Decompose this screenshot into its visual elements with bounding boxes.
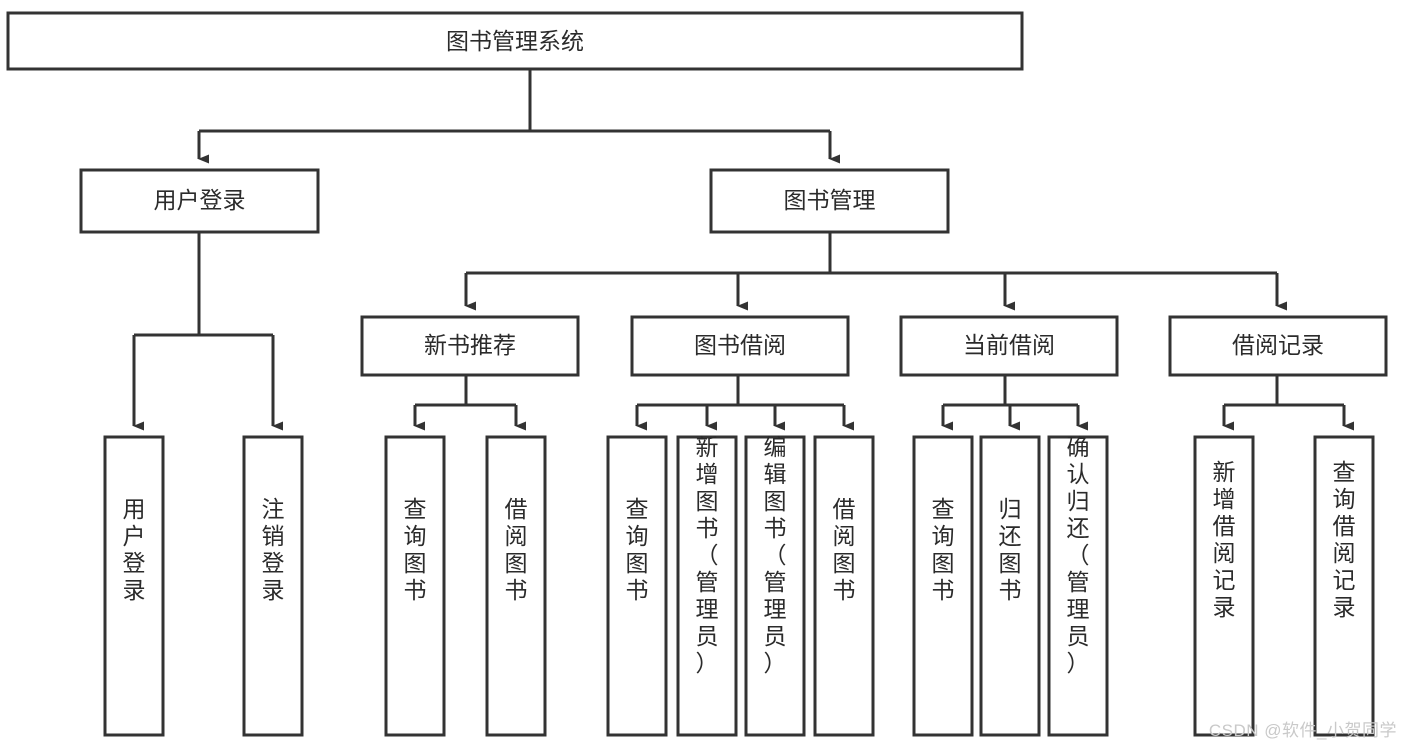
node-new-book-recommend-label: 新书推荐 — [424, 332, 516, 358]
node-leaf-logout[interactable]: 注销登录 — [242, 435, 304, 737]
node-leaf-return-book[interactable]: 归还图书 — [979, 435, 1041, 737]
node-root-box[interactable] — [6, 11, 1024, 71]
node-new-book-recommend-box[interactable] — [360, 315, 580, 377]
node-leaf-borrow-book-a-label: 借阅图书 — [505, 496, 528, 603]
node-leaf-user-login-box[interactable] — [103, 435, 165, 737]
node-leaf-add-borrow-record[interactable]: 新增借阅记录 — [1193, 435, 1255, 737]
node-leaf-query-book-a[interactable]: 查询图书 — [384, 435, 446, 737]
node-leaf-confirm-return-label: 确认归还（管理员） — [1067, 434, 1090, 676]
node-leaf-add-borrow-record-label: 新增借阅记录 — [1213, 459, 1236, 620]
node-user-login-box[interactable] — [79, 168, 320, 234]
node-current-borrow-label: 当前借阅 — [963, 332, 1055, 358]
node-leaf-query-book-a-box[interactable] — [384, 435, 446, 737]
edge-group — [132, 69, 1354, 431]
csdn-watermark: CSDN @软件_小贺同学 — [1208, 721, 1397, 740]
node-leaf-query-book-b-box[interactable] — [606, 435, 668, 737]
node-borrow-record-box[interactable] — [1168, 315, 1388, 377]
node-current-borrow[interactable]: 当前借阅 — [899, 315, 1119, 377]
node-leaf-query-book-a-label: 查询图书 — [404, 496, 427, 603]
node-new-book-recommend[interactable]: 新书推荐 — [360, 315, 580, 377]
node-leaf-edit-book-label: 编辑图书（管理员） — [764, 434, 787, 676]
node-leaf-query-borrow-record-label: 查询借阅记录 — [1333, 459, 1356, 620]
node-leaf-query-borrow-record-box[interactable] — [1313, 435, 1375, 737]
node-leaf-confirm-return[interactable]: 确认归还（管理员） — [1047, 434, 1109, 737]
node-user-login-label: 用户登录 — [154, 187, 246, 213]
node-leaf-user-login-label: 用户登录 — [123, 496, 146, 603]
node-borrow-record-label: 借阅记录 — [1232, 332, 1324, 358]
node-leaf-add-book-box[interactable] — [676, 435, 738, 737]
node-leaf-query-book-c-label: 查询图书 — [932, 496, 955, 603]
node-book-borrow[interactable]: 图书借阅 — [630, 315, 850, 377]
node-leaf-query-book-b[interactable]: 查询图书 — [606, 435, 668, 737]
node-leaf-borrow-book-a[interactable]: 借阅图书 — [485, 435, 547, 737]
node-leaf-return-book-box[interactable] — [979, 435, 1041, 737]
node-leaf-query-book-c[interactable]: 查询图书 — [912, 435, 974, 737]
node-leaf-query-book-b-label: 查询图书 — [626, 496, 649, 603]
node-leaf-user-login[interactable]: 用户登录 — [103, 435, 165, 737]
node-leaf-add-borrow-record-box[interactable] — [1193, 435, 1255, 737]
node-leaf-confirm-return-box[interactable] — [1047, 435, 1109, 737]
node-root[interactable]: 图书管理系统 — [6, 11, 1024, 71]
node-book-management-label: 图书管理 — [784, 187, 876, 213]
node-leaf-edit-book[interactable]: 编辑图书（管理员） — [744, 434, 806, 737]
node-leaf-query-book-c-box[interactable] — [912, 435, 974, 737]
node-group: 图书管理系统 用户登录 图书管理 新书推荐 图书借阅 — [6, 11, 1388, 737]
node-borrow-record[interactable]: 借阅记录 — [1168, 315, 1388, 377]
node-book-management-box[interactable] — [709, 168, 950, 234]
node-leaf-edit-book-box[interactable] — [744, 435, 806, 737]
node-root-label: 图书管理系统 — [446, 28, 584, 54]
node-leaf-add-book[interactable]: 新增图书（管理员） — [676, 434, 738, 737]
node-book-management[interactable]: 图书管理 — [709, 168, 950, 234]
node-leaf-borrow-book-b-box[interactable] — [813, 435, 875, 737]
node-leaf-query-borrow-record[interactable]: 查询借阅记录 — [1313, 435, 1375, 737]
node-leaf-add-book-label: 新增图书（管理员） — [696, 434, 719, 676]
node-leaf-logout-label: 注销登录 — [262, 496, 285, 603]
node-book-borrow-box[interactable] — [630, 315, 850, 377]
node-user-login[interactable]: 用户登录 — [79, 168, 320, 234]
node-current-borrow-box[interactable] — [899, 315, 1119, 377]
node-leaf-logout-box[interactable] — [242, 435, 304, 737]
node-book-borrow-label: 图书借阅 — [694, 332, 786, 358]
node-leaf-borrow-book-b[interactable]: 借阅图书 — [813, 435, 875, 737]
node-leaf-borrow-book-b-label: 借阅图书 — [833, 496, 856, 603]
node-leaf-borrow-book-a-box[interactable] — [485, 435, 547, 737]
node-leaf-return-book-label: 归还图书 — [999, 496, 1022, 603]
